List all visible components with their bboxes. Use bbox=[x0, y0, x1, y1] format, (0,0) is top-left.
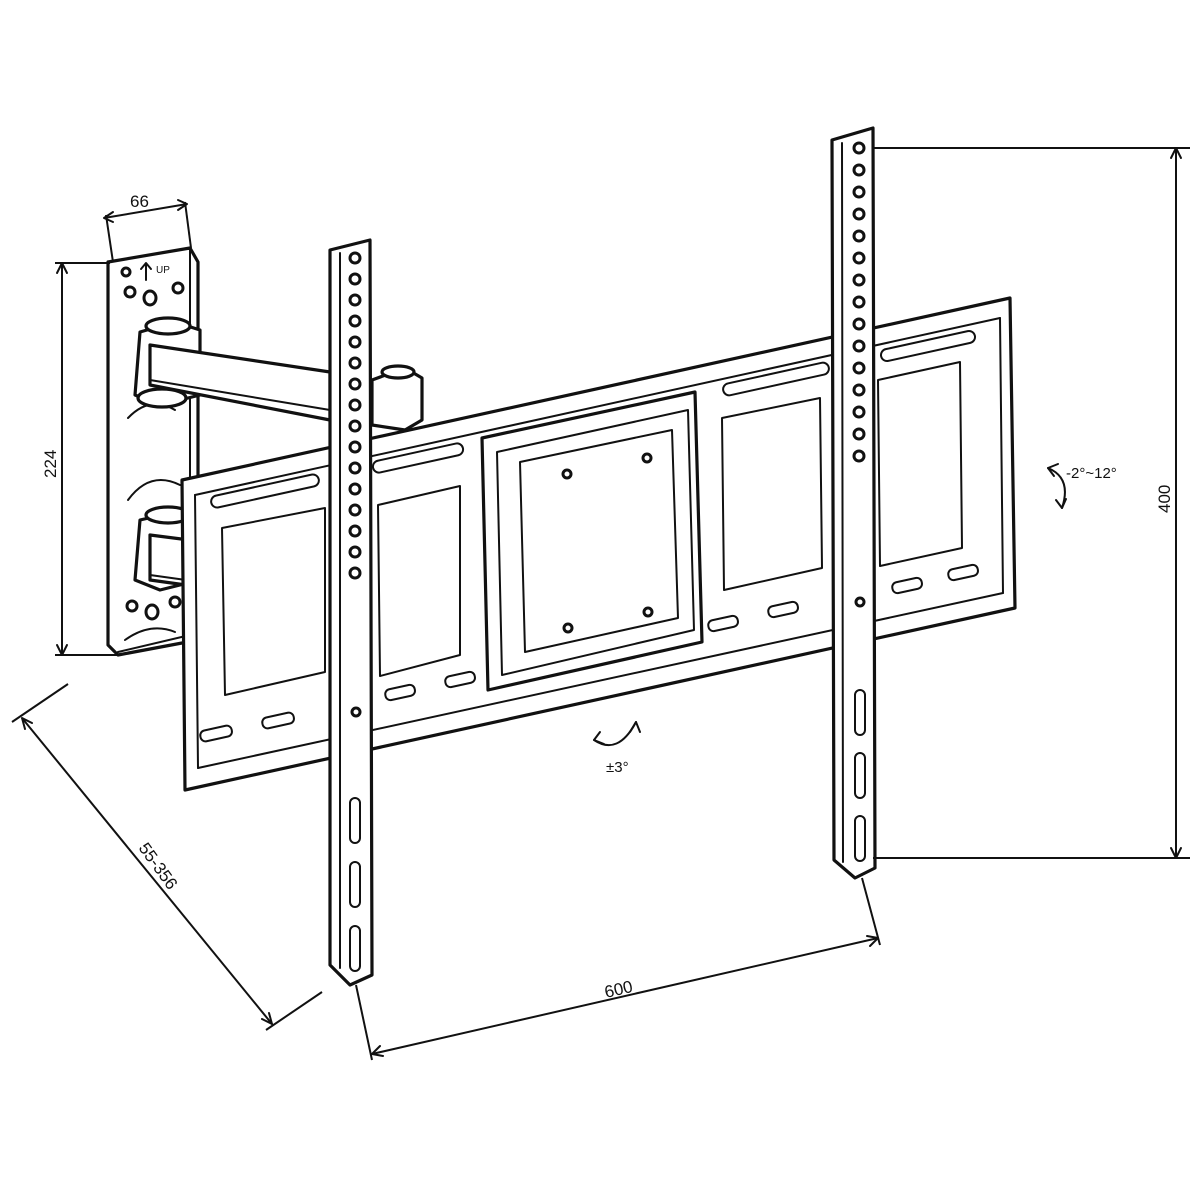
dimension-wall-plate-width: 66 bbox=[103, 192, 192, 263]
tv-mounting-frame bbox=[180, 296, 1017, 792]
rotation-angle-indicator: ±3° bbox=[593, 721, 641, 776]
tilt-angle-indicator: -2°~12° bbox=[1047, 463, 1117, 509]
wall-plate-up-marking: UP bbox=[120, 262, 170, 281]
svg-text:UP: UP bbox=[156, 265, 170, 276]
left-tv-bracket bbox=[328, 238, 374, 987]
tilt-angle-label: -2°~12° bbox=[1066, 465, 1117, 482]
rotation-angle-label: ±3° bbox=[606, 759, 629, 776]
dimension-vesa-vertical: 400 bbox=[873, 147, 1190, 859]
dimension-vesa-horizontal: 600 bbox=[355, 877, 881, 1061]
upper-swing-arm bbox=[133, 316, 424, 432]
dimension-66-label: 66 bbox=[130, 192, 149, 211]
dimension-224-label: 224 bbox=[41, 450, 60, 478]
dimension-wall-plate-height: 224 bbox=[41, 262, 118, 656]
dimension-600-label: 600 bbox=[603, 977, 635, 1002]
dimension-400-label: 400 bbox=[1155, 485, 1174, 513]
right-tv-bracket bbox=[830, 126, 877, 880]
